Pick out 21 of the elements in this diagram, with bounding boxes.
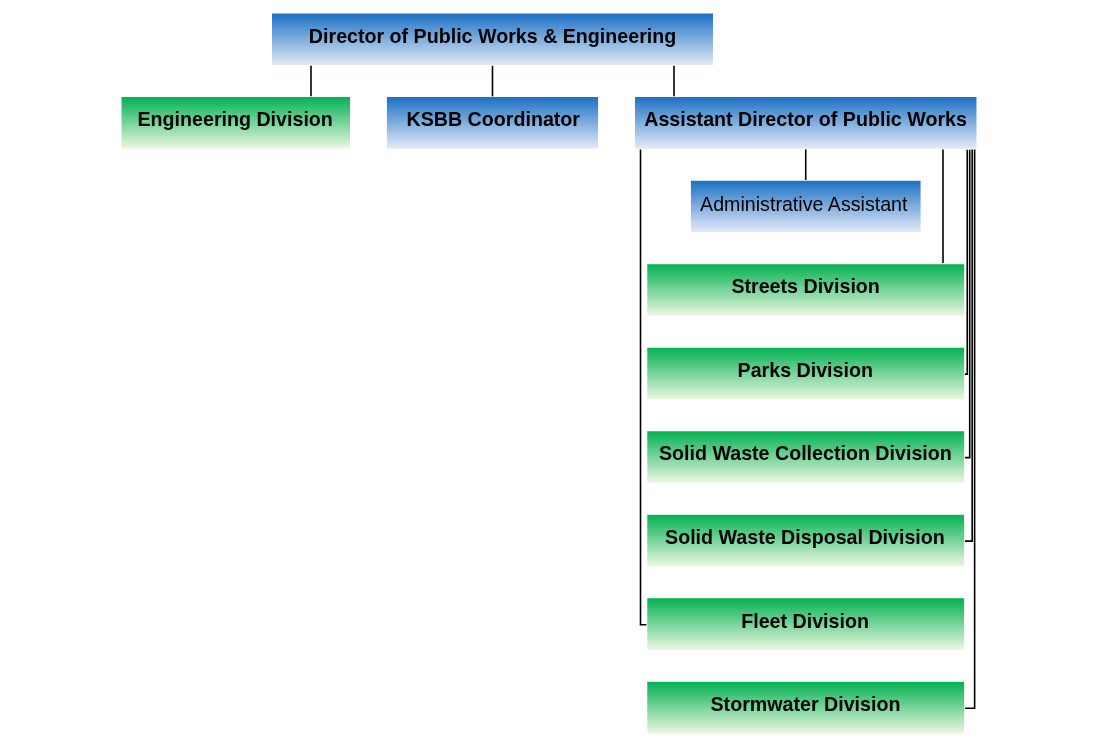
node-box: KSBB Coordinator — [385, 95, 599, 150]
connector — [491, 65, 493, 98]
node-box: Engineering Division — [119, 95, 351, 150]
node-box: Stormwater Division — [645, 680, 965, 735]
node-box: Solid Waste Collection Division — [645, 430, 965, 485]
connector — [963, 148, 973, 542]
connector — [941, 148, 944, 264]
node-box: Assistant Director of Public Works — [633, 95, 978, 150]
connector — [963, 149, 968, 375]
connector — [963, 148, 975, 710]
connector — [804, 148, 807, 181]
node-box: Administrative Assistant — [689, 179, 922, 234]
connector — [672, 65, 675, 98]
node-box: Fleet Division — [645, 597, 965, 652]
connector — [309, 65, 312, 98]
node-box: Parks Division — [645, 346, 965, 401]
node-box: Director of Public Works & Engineering — [270, 12, 714, 67]
node-box: Streets Division — [645, 262, 965, 317]
node-box: Solid Waste Disposal Division — [645, 513, 965, 568]
connector — [639, 148, 647, 626]
connector — [963, 148, 970, 459]
